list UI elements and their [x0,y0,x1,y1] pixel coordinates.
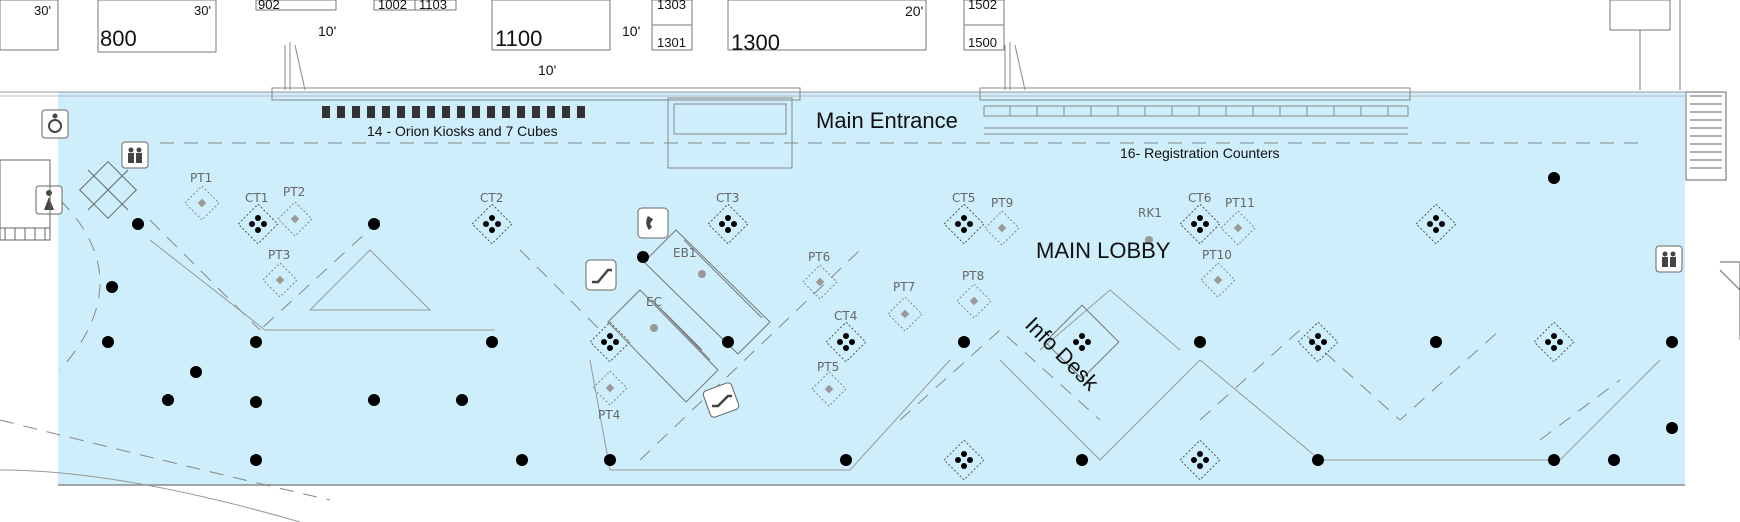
main-entrance-label: Main Entrance [816,108,958,133]
marker-ct6: CT6 [1188,191,1212,205]
marker-pt11: PT11 [1225,196,1255,210]
escalator-icon [702,382,740,418]
marker-pt1: PT1 [190,171,213,185]
wheelchair-icon [41,109,69,139]
escalators [607,229,771,403]
booth-1002[interactable]: 1002 [378,0,407,12]
phone-icon [637,207,669,239]
elevator-icon [1655,245,1683,273]
booth-800[interactable]: 800 [100,26,137,51]
orion-kiosks [322,106,585,118]
booth-dimension-20: 20' [905,3,924,19]
marker-eb1: EB1 [673,246,697,260]
booth-1103[interactable]: 1103 [419,0,447,12]
booth-dimension-10-a: 10' [318,23,337,39]
marker-pt5: PT5 [817,360,840,374]
marker-ct2: CT2 [480,191,504,205]
marker-pt9: PT9 [991,196,1014,210]
elevator-icon [121,141,149,169]
booth-dimension-30-800: 30' [194,3,211,18]
kiosks-label: 14 - Orion Kiosks and 7 Cubes [367,123,558,139]
marker-pt6: PT6 [808,250,831,264]
marker-ec: EC [646,295,662,309]
booth-1303[interactable]: 1303 [657,0,686,12]
booth-dimension-10-c: 10' [538,62,557,78]
marker-pt7: PT7 [893,280,916,294]
booth-1500[interactable]: 1500 [968,35,997,50]
marker-ct4: CT4 [834,309,858,323]
columns [102,172,1678,466]
escalator-icon [585,259,617,291]
exhibit-booths [0,0,1681,90]
booth-902[interactable]: 902 [258,0,280,12]
booth-1100[interactable]: 1100 [495,26,543,51]
marker-pt10: PT10 [1202,248,1232,262]
marker-rk1: RK1 [1138,206,1162,220]
restroom-icon [35,185,63,215]
marker-ct1: CT1 [245,191,269,205]
marker-pt3: PT3 [268,248,291,262]
info-desk [1044,304,1120,380]
main-lobby-label: MAIN LOBBY [1036,238,1171,263]
booth-dimension-10-b: 10' [622,23,641,39]
marker-pt8: PT8 [962,269,985,283]
booth-1301[interactable]: 1301 [657,35,686,50]
booth-1502[interactable]: 1502 [968,0,997,12]
marker-ct3: CT3 [716,191,740,205]
booth-1300[interactable]: 1300 [731,30,780,55]
marker-ct5: CT5 [952,191,976,205]
marker-pt4: PT4 [598,408,621,422]
registration-counters-label: 16- Registration Counters [1120,145,1280,161]
booth-dimension-30-left: 30' [34,3,51,18]
main-lobby-area [58,92,1685,485]
marker-pt2: PT2 [283,185,306,199]
